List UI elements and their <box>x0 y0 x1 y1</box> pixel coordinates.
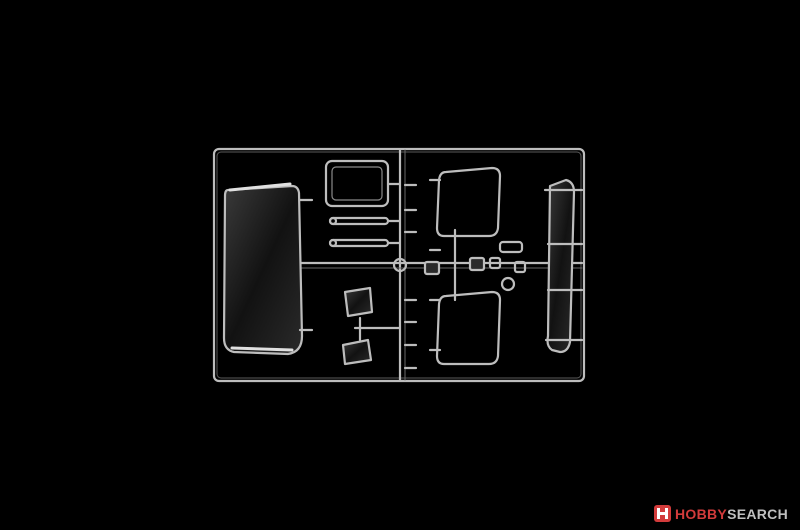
watermark: HOBBYSEARCH <box>654 505 788 522</box>
lens-parts <box>423 240 527 292</box>
runner-gates <box>403 178 442 370</box>
hobbysearch-logo-icon <box>654 505 672 522</box>
runner-frame <box>212 147 586 383</box>
small-rod-parts <box>328 216 401 248</box>
watermark-text: HOBBYSEARCH <box>675 506 788 522</box>
windshield-part <box>222 184 304 356</box>
sun-visor-part <box>546 178 576 354</box>
watermark-suffix: SEARCH <box>727 505 788 522</box>
mirror-part-2 <box>341 338 373 366</box>
watermark-brand: HOBBY <box>675 505 728 522</box>
mirror-part-1 <box>343 286 374 318</box>
side-window-upper <box>435 166 502 238</box>
